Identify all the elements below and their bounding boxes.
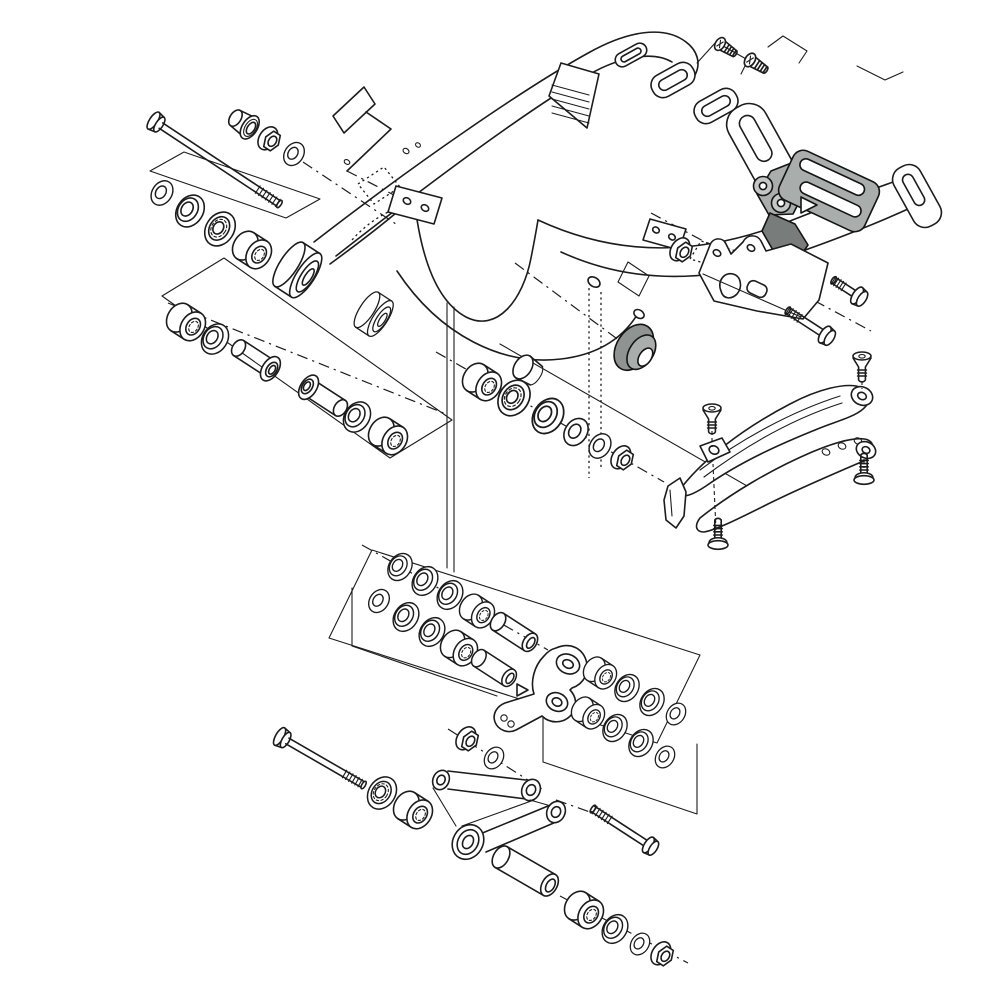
bracket-bolts	[784, 275, 869, 347]
beam-hole	[402, 147, 410, 155]
link-spacer	[491, 845, 560, 897]
pivot-bolt	[146, 111, 283, 209]
beam-hole	[587, 276, 601, 288]
guide-triangle-cutout	[800, 196, 818, 214]
small-plate	[617, 261, 650, 297]
guide-slot	[799, 157, 866, 197]
rocker-link	[493, 644, 588, 733]
pivot-collar	[227, 109, 260, 140]
grease-plate	[387, 185, 443, 225]
slider-pad	[548, 62, 600, 129]
beam-hole	[415, 142, 421, 148]
link-bolt-front	[272, 726, 368, 790]
beam-hole	[343, 158, 351, 166]
swingarm	[266, 31, 943, 386]
direction-arrow	[516, 683, 529, 697]
frame-grommet	[650, 61, 696, 99]
beam-hole	[633, 308, 645, 320]
link-bolt-rear	[589, 804, 660, 857]
chain-slider	[663, 381, 877, 533]
bump-stop	[613, 323, 657, 371]
lower-link	[431, 769, 567, 861]
frame-grommet	[693, 87, 739, 125]
leader-plate	[332, 86, 392, 172]
guide-ear-hole	[758, 181, 768, 191]
guide-ear-hole	[776, 198, 786, 208]
swingarm-far-end-cap	[891, 163, 943, 229]
deck-slot	[614, 42, 648, 68]
guide-slot	[799, 181, 862, 218]
chain-guide-bracket	[698, 235, 829, 320]
